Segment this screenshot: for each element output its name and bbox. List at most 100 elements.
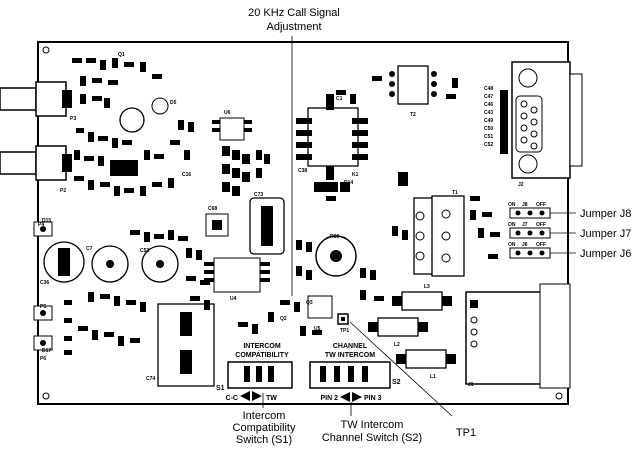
ic-u6 xyxy=(212,117,252,141)
switch-s1-title-1: INTERCOM xyxy=(243,343,281,350)
switch-s2-title-1: CHANNEL xyxy=(333,343,368,350)
silk-label-c73: C73 xyxy=(254,192,263,198)
capacitor-c68 xyxy=(205,213,229,237)
trimmer-d5 xyxy=(119,97,169,133)
smd-components xyxy=(64,58,500,355)
ic-u5 xyxy=(307,295,333,319)
silk-label-c74: C74 xyxy=(146,376,155,382)
silk-label-p6: P6 xyxy=(40,356,46,362)
silk-label-c68: C68 xyxy=(208,206,217,212)
silk-label-t1: T1 xyxy=(452,190,458,196)
silk-label-l1: L1 xyxy=(430,374,436,380)
capacitor-c7 xyxy=(91,245,129,283)
silk-label-c47: C47 xyxy=(484,94,493,100)
callout-20khz-line1: 20 KHz Call Signal xyxy=(248,7,340,19)
callout-20khz-line2: Adjustment xyxy=(266,21,321,33)
jumper-j7-on-label: ON xyxy=(508,222,516,228)
capacitor-c36 xyxy=(43,241,85,283)
switch-s1-title-2: COMPATIBILITY xyxy=(235,352,289,359)
connector-p3 xyxy=(0,81,72,117)
silk-label-q1: Q1 xyxy=(118,52,125,58)
capacitor-c73 xyxy=(249,197,285,255)
jumper-j6-ref-label: J6 xyxy=(522,242,528,248)
connector-j1 xyxy=(465,283,571,389)
silk-label-p4: P4 xyxy=(38,222,44,228)
mount-hole xyxy=(555,392,563,400)
jumper-j6-off-label: OFF xyxy=(536,242,546,248)
connector-p5 xyxy=(33,305,53,321)
jumper-j7-ref-label: J7 xyxy=(522,222,528,228)
switch-s2-ref: S2 xyxy=(392,379,401,386)
silk-label-c38: C38 xyxy=(298,168,307,174)
transformer-t1 xyxy=(413,195,465,277)
silk-label-p2: P2 xyxy=(60,188,66,194)
silk-label-c51: C51 xyxy=(484,134,493,140)
silk-label-u4: U4 xyxy=(230,296,237,302)
silk-label-c43: C43 xyxy=(484,110,493,116)
switch-s1 xyxy=(227,361,293,389)
silk-label-c50: C50 xyxy=(484,126,493,132)
silk-label-d14: D14 xyxy=(344,180,353,186)
callout-jumper-j8: Jumper J8 xyxy=(580,208,631,220)
silk-label-tp1: TP1 xyxy=(340,328,349,334)
silk-label-c1: C1 xyxy=(336,96,343,102)
connector-j2 xyxy=(511,61,583,179)
jumper-j7-header xyxy=(509,227,551,239)
silk-label-u5: U5 xyxy=(314,326,321,332)
jumper-j8-off-label: OFF xyxy=(536,202,546,208)
mount-hole xyxy=(42,392,50,400)
switch-s1-left: C-C xyxy=(226,395,238,402)
capacitor-c74 xyxy=(157,303,215,387)
silk-label-q2: Q2 xyxy=(280,316,287,322)
silk-label-c46: C46 xyxy=(484,102,493,108)
callout-jumper-j6: Jumper J6 xyxy=(580,248,631,260)
transformer-t2 xyxy=(389,65,437,105)
silk-label-c36: C36 xyxy=(40,280,49,286)
silk-label-d17: D17 xyxy=(42,348,51,354)
silk-label-d15: D15 xyxy=(42,218,51,224)
connector-p6 xyxy=(33,335,53,351)
callout-intercom-s1-line1: Intercom xyxy=(243,410,286,422)
inductor-l1 xyxy=(396,349,456,369)
mount-hole xyxy=(42,46,50,54)
switch-s1-right: TW xyxy=(266,395,277,402)
silk-label-j2: J2 xyxy=(518,182,524,188)
silk-label-j1: J1 xyxy=(468,382,474,388)
inductor-l2 xyxy=(368,317,428,337)
silk-label-c48: C48 xyxy=(484,86,493,92)
silk-label-q3: Q3 xyxy=(306,300,313,306)
switch-s1-arrow xyxy=(240,391,262,401)
silk-label-c16: C16 xyxy=(182,172,191,178)
callout-tp1: TP1 xyxy=(456,427,476,439)
silk-label-l2: L2 xyxy=(394,342,400,348)
switch-s2-left: PIN 2 xyxy=(320,395,338,402)
silk-label-t2: T2 xyxy=(410,112,416,118)
switch-s2 xyxy=(309,361,391,389)
switch-s2-arrow xyxy=(340,392,362,402)
silk-label-c53: C53 xyxy=(140,248,149,254)
silk-label-c52: C52 xyxy=(484,142,493,148)
silk-label-d5: D5 xyxy=(170,100,177,106)
callout-intercom-s1-line3: Switch (S1) xyxy=(236,434,292,446)
callout-jumper-j7: Jumper J7 xyxy=(580,228,631,240)
inductor-l3 xyxy=(392,291,452,311)
switch-s2-right: PIN 3 xyxy=(364,395,382,402)
ic-u4 xyxy=(204,257,270,293)
callout-tw-s2-line1: TW Intercom xyxy=(341,419,404,431)
jumper-j6-on-label: ON xyxy=(508,242,516,248)
silk-label-k1: K1 xyxy=(352,172,359,178)
jumper-j8-ref-label: J8 xyxy=(522,202,528,208)
jumper-j7-off-label: OFF xyxy=(536,222,546,228)
silk-label-c7: C7 xyxy=(86,246,93,252)
jumper-j6-header xyxy=(509,247,551,259)
connector-p2 xyxy=(0,145,72,181)
silk-label-r60: R60 xyxy=(330,234,339,240)
silk-label-p3: P3 xyxy=(70,116,76,122)
switch-s2-title-2: TW INTERCOM xyxy=(325,352,375,359)
silkscreen-labels: P3P2P4P5P6J1J2T1T2K1L1L2L3U4U5U6C1C7C36C… xyxy=(38,52,524,388)
jumper-j8-on-label: ON xyxy=(508,202,516,208)
silk-label-p5: P5 xyxy=(40,304,46,310)
